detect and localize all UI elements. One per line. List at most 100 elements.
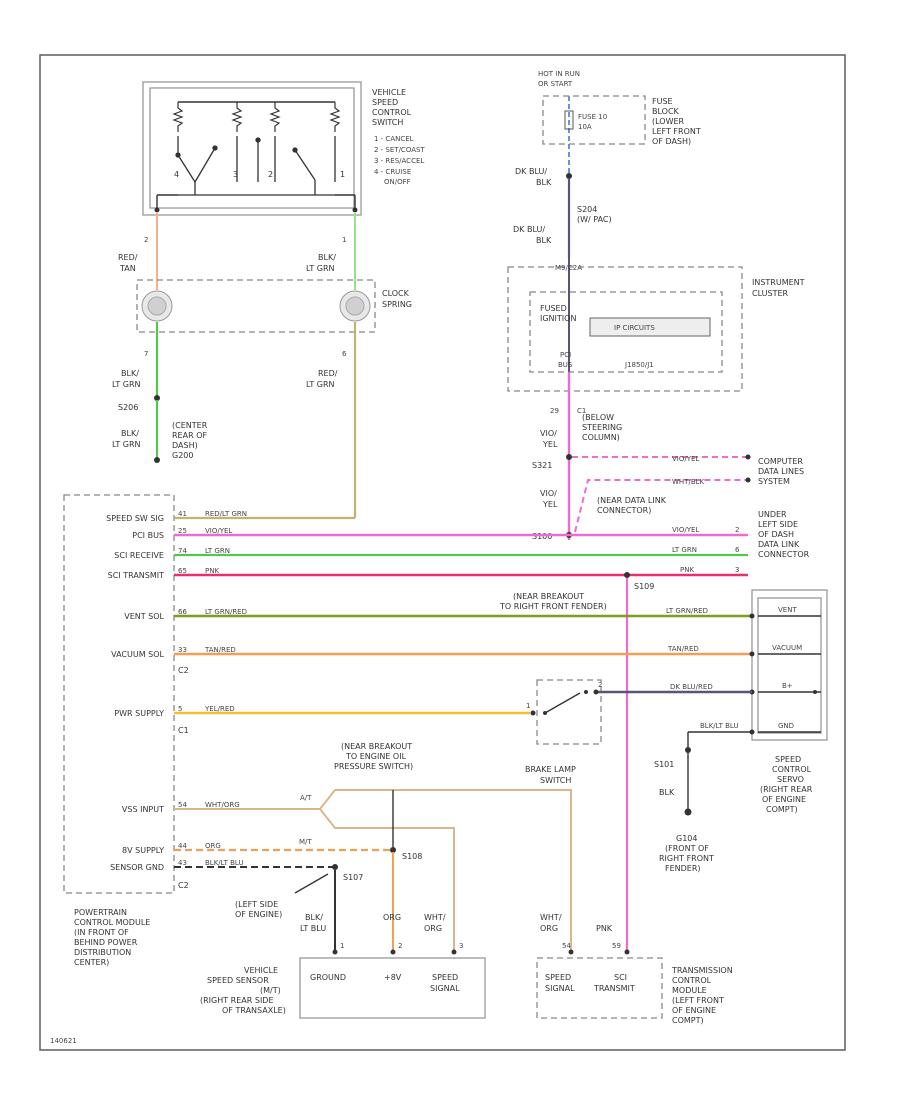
s109-label: (NEAR BREAKOUT — [513, 592, 584, 601]
cluster-pin-top: M9/C2A — [555, 264, 582, 272]
pcm-wire-color: LT GRN — [205, 547, 230, 555]
brake-label: BRAKE LAMP — [525, 765, 576, 774]
svg-text:DISTRIBUTION: DISTRIBUTION — [74, 948, 131, 957]
svg-text:VEHICLE: VEHICLE — [372, 88, 406, 97]
svg-text:IGNITION: IGNITION — [540, 314, 576, 323]
svg-text:(RIGHT REAR SIDE: (RIGHT REAR SIDE — [200, 996, 274, 1005]
instrument-cluster — [507, 258, 743, 392]
clock-left-bot-wire: BLK/ — [121, 369, 139, 378]
dlc-wire1: VIO/YEL — [672, 455, 699, 463]
clock-left-top-wire: RED/ — [118, 253, 138, 262]
under-dash-dlc-label: UNDER LEFT SIDE OF DASH DATA LINK CONNEC… — [758, 510, 810, 559]
tcm-cells: SPEED SIGNAL SCI TRANSMIT — [545, 973, 635, 993]
pcm-wire-color: VIO/YEL — [205, 527, 232, 535]
svg-text:TRANSMISSION: TRANSMISSION — [671, 966, 733, 975]
svg-text:6: 6 — [735, 546, 740, 554]
pcm-pin-number: 41 — [178, 510, 187, 518]
pcm-connector: C2 — [178, 881, 189, 890]
svg-text:CLUSTER: CLUSTER — [752, 289, 789, 298]
pcm-pin-number: 43 — [178, 859, 187, 867]
s107-splice: S107 — [343, 873, 363, 882]
svg-text:CONNECTOR: CONNECTOR — [758, 550, 810, 559]
c1-conn: C1 — [577, 407, 586, 415]
pcm-pin-label: VACUUM SOL — [111, 650, 164, 659]
svg-text:MODULE: MODULE — [672, 986, 707, 995]
svg-text:G104: G104 — [676, 834, 697, 843]
breakout-label: (NEAR BREAKOUT TO ENGINE OIL PRESSURE SW… — [334, 742, 413, 771]
svg-text:BLOCK: BLOCK — [652, 107, 680, 116]
pcm-pin-number: 44 — [178, 842, 187, 850]
svg-text:DATA LINK: DATA LINK — [758, 540, 800, 549]
pcm-wire-color: WHT/ORG — [205, 801, 240, 809]
fuse-block — [542, 95, 646, 258]
svg-text:3 - RES/ACCEL: 3 - RES/ACCEL — [374, 157, 424, 165]
svg-text:LT GRN: LT GRN — [306, 264, 335, 273]
svg-text:SCI: SCI — [614, 973, 627, 982]
svg-text:COLUMN): COLUMN) — [582, 433, 620, 442]
clock-right-bot-wire: RED/ — [318, 369, 338, 378]
fuse-name: FUSE 10 — [578, 113, 607, 121]
fuse-hot: HOT IN RUN — [538, 70, 580, 78]
c1-pin: 29 — [550, 407, 559, 415]
pcm-pin-label: SPEED SW SIG — [106, 514, 164, 523]
svg-text:2: 2 — [735, 526, 739, 534]
svg-text:LT BLU: LT BLU — [300, 924, 326, 933]
svg-text:10A: 10A — [578, 123, 592, 131]
tcm-label: TRANSMISSION CONTROL MODULE (LEFT FRONT … — [671, 966, 733, 1025]
speed-control-servo — [749, 589, 828, 741]
svg-text:LEFT FRONT: LEFT FRONT — [652, 127, 701, 136]
svg-text:VIO/YEL: VIO/YEL — [672, 526, 699, 534]
clock-spring — [136, 212, 376, 515]
switch-title: VEHICLE SPEED CONTROL SWITCH — [372, 88, 412, 127]
tcm-wire-labels: WHT/ ORG PNK 54 59 — [540, 913, 621, 950]
pcm-wire-color: ORG — [205, 842, 221, 850]
svg-text:(BELOW: (BELOW — [582, 413, 614, 422]
switch-legend: 1 - CANCEL 2 - SET/COAST 3 - RES/ACCEL 4… — [374, 135, 425, 186]
svg-text:SYSTEM: SYSTEM — [758, 477, 790, 486]
svg-text:YEL: YEL — [542, 440, 558, 449]
lower-wiring — [174, 789, 572, 950]
svg-text:SPEED: SPEED — [372, 98, 398, 107]
near-dlc-label: (NEAR DATA LINK — [597, 496, 667, 505]
svg-text:PNK: PNK — [596, 924, 613, 933]
svg-text:2: 2 — [398, 942, 402, 950]
cluster-label: INSTRUMENT — [752, 278, 805, 287]
pcm-pin-number: 54 — [178, 801, 187, 809]
svg-text:BLK/LT BLU: BLK/LT BLU — [700, 722, 739, 730]
clock-right-bot-pin: 6 — [342, 350, 347, 358]
mt-label: M/T — [299, 838, 312, 846]
cluster-fused: FUSED — [540, 304, 567, 313]
svg-text:TO ENGINE OIL: TO ENGINE OIL — [345, 752, 407, 761]
at-label: A/T — [300, 794, 312, 802]
fuse-wire2: DK BLU/ — [513, 225, 545, 234]
c1-wire: VIO/ — [540, 429, 557, 438]
svg-text:VEHICLE: VEHICLE — [244, 966, 278, 975]
svg-text:+8V: +8V — [384, 973, 402, 982]
svg-text:BEHIND POWER: BEHIND POWER — [74, 938, 138, 947]
svg-text:OF DASH: OF DASH — [758, 530, 794, 539]
svg-text:YEL: YEL — [542, 500, 558, 509]
svg-text:GROUND: GROUND — [310, 973, 346, 982]
svg-text:SPEED: SPEED — [775, 755, 801, 764]
pcm-pin-label: SENSOR GND — [110, 863, 164, 872]
svg-text:VACUUM: VACUUM — [772, 644, 802, 652]
svg-text:OF ENGINE: OF ENGINE — [762, 795, 806, 804]
svg-text:DK BLU/RED: DK BLU/RED — [670, 683, 713, 691]
svg-text:LT GRN/RED: LT GRN/RED — [666, 607, 708, 615]
svg-text:(M/T): (M/T) — [260, 986, 281, 995]
speed-control-switch: 4 3 2 1 — [142, 81, 362, 216]
transmission-control-module — [536, 949, 663, 1019]
s108-splice: S108 — [402, 852, 422, 861]
clock-left-bot-pin: 7 — [144, 350, 148, 358]
switch-num-1: 1 — [340, 170, 345, 179]
svg-text:WHT/: WHT/ — [424, 913, 446, 922]
outer-frame — [39, 54, 846, 1051]
svg-text:SPEED: SPEED — [545, 973, 571, 982]
svg-text:VENT: VENT — [778, 606, 797, 614]
svg-text:SPEED SENSOR: SPEED SENSOR — [207, 976, 269, 985]
svg-text:G200: G200 — [172, 451, 193, 460]
svg-text:TO RIGHT FRONT FENDER): TO RIGHT FRONT FENDER) — [499, 602, 607, 611]
brake-lamp-switch — [530, 679, 752, 745]
svg-text:COMPT): COMPT) — [672, 1016, 704, 1025]
g104-label: G104 (FRONT OF RIGHT FRONT FENDER) — [659, 834, 714, 873]
